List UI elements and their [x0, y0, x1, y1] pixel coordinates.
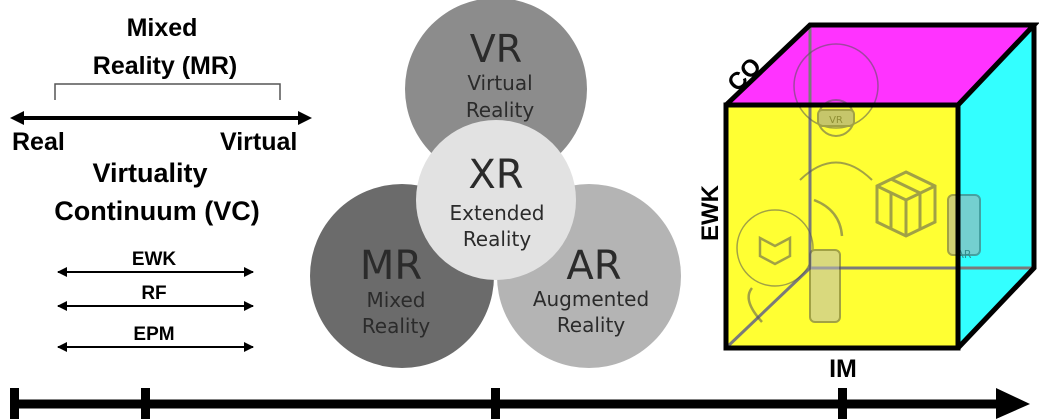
xr-cube: VR AR CO EWK IM [697, 22, 1039, 383]
timeline-tick [141, 388, 150, 419]
mr-line1: Mixed [366, 288, 425, 312]
vr-abbr: VR [470, 27, 522, 71]
mr-title-line2: Reality (MR) [93, 52, 237, 80]
xr-line1: Extended [450, 201, 545, 225]
dimension-label-ewk: EWK [132, 249, 177, 270]
cube-top-edges [724, 22, 1039, 107]
timeline-tick [10, 388, 19, 419]
timeline-arrowhead [996, 388, 1030, 419]
cube-top-face [726, 25, 1034, 105]
timeline-tick [838, 388, 847, 419]
dimension-label-epm: EPM [133, 324, 174, 345]
timeline [10, 388, 1030, 419]
vc-title-line1: Virtuality [92, 158, 207, 188]
mr-globe-phone-icon [736, 198, 844, 323]
xr-abbr: XR [468, 152, 523, 198]
mr-abbr: MR [360, 243, 422, 289]
virtuality-continuum: Mixed Reality (MR) Real Virtual Virtuali… [10, 14, 312, 352]
xr-circle [416, 120, 576, 280]
ar-abbr: AR [566, 243, 621, 289]
vc-title-line2: Continuum (VC) [54, 196, 259, 226]
dimension-label-rf: RF [141, 283, 166, 304]
timeline-tick [491, 388, 500, 419]
cube-front-edges [723, 102, 961, 351]
xr-line2: Reality [463, 227, 532, 251]
cube-label-im: IM [829, 355, 857, 383]
continuum-arrow-right [298, 111, 312, 125]
mr-bracket [54, 83, 281, 100]
cube-hidden-edge [724, 266, 812, 350]
mr-title-line1: Mixed [127, 14, 198, 42]
ar-line2: Reality [557, 313, 626, 337]
vr-line2: Reality [466, 98, 535, 122]
vr-icon-label: VR [829, 115, 843, 126]
cube-label-ewk: EWK [697, 184, 724, 241]
vr-line1: Virtual [467, 71, 532, 95]
continuum-arrow-left [10, 111, 24, 125]
real-label: Real [12, 128, 65, 156]
vr-headset-user-icon: VR [793, 43, 879, 181]
ar-line1: Augmented [533, 287, 649, 311]
cube-side-edges [956, 25, 1037, 350]
virtual-label: Virtual [220, 128, 297, 156]
mr-line2: Reality [362, 314, 431, 338]
xr-venn-diagram: VR Virtual Reality XR Extended Reality M… [310, 0, 681, 368]
ar-phone-hand-icon: AR [947, 194, 981, 261]
3d-box-grid-icon [875, 170, 937, 238]
